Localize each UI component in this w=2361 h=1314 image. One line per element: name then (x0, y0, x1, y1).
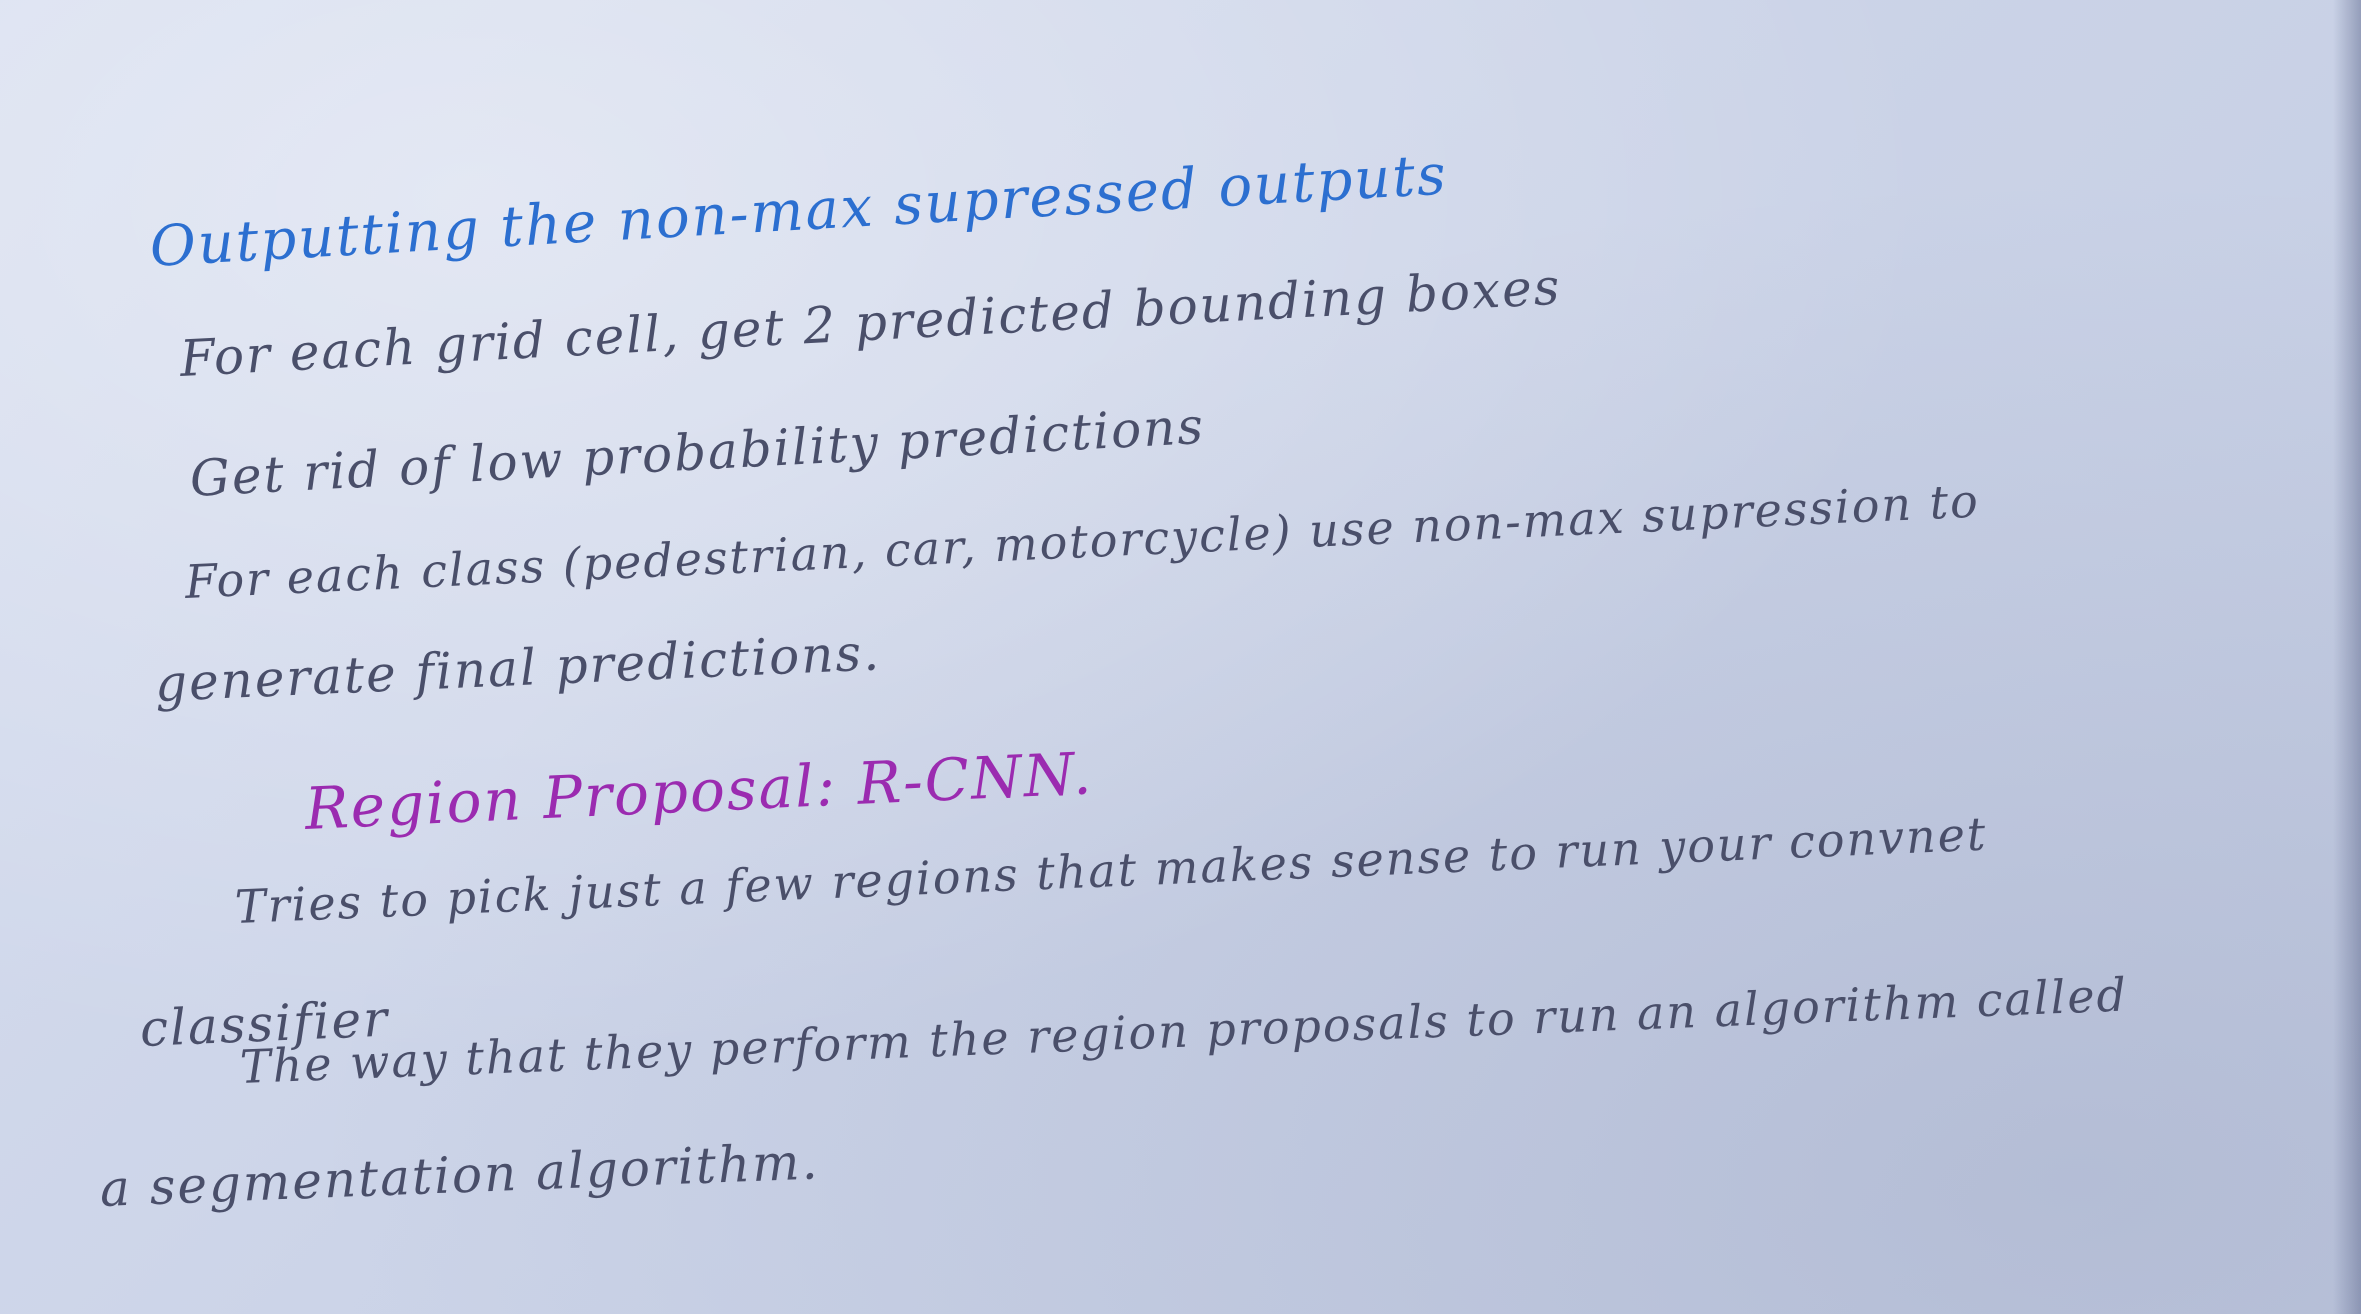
note-line-region-proposals: The way that they perform the region pro… (238, 967, 2129, 1094)
note-line-grid-cell: For each grid cell, get 2 predicted boun… (178, 257, 1563, 388)
section-heading-region-proposal: Region Proposal: R-CNN. (303, 739, 1095, 843)
note-heading: Outputting the non-max supressed outputs (148, 142, 1450, 280)
note-line-final-predictions: generate final predictions. (153, 623, 883, 713)
note-line-low-probability: Get rid of low probability predictions (188, 396, 1207, 508)
paper-edge-shadow (2333, 0, 2361, 1314)
note-line-segmentation: a segmentation algorithm. (98, 1132, 821, 1218)
